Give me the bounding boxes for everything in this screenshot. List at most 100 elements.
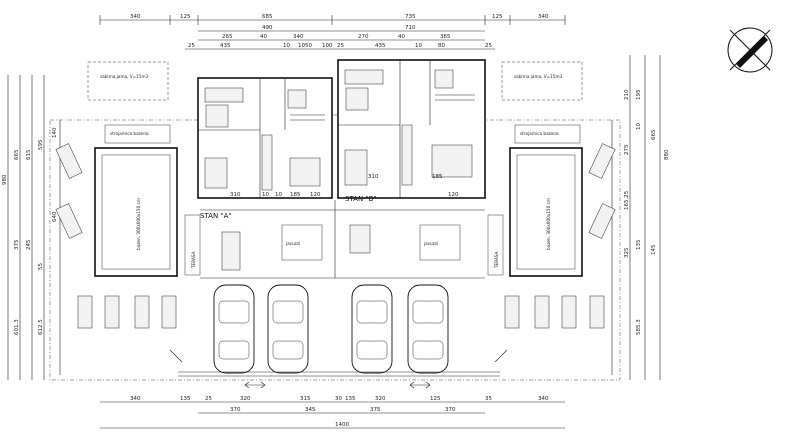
dim-right-9: 135 (636, 239, 642, 250)
svg-text:25: 25 (205, 396, 212, 402)
svg-text:135: 135 (180, 396, 191, 402)
jacuzzi-right: jacuzzi (419, 224, 461, 261)
dim-right-4: 210 (624, 89, 630, 100)
sunbed-icon (55, 143, 616, 329)
dim-right-10: 165.25 (624, 190, 630, 210)
dim-right-3: 195 (636, 89, 642, 100)
dim-left-5: 140 (52, 127, 58, 138)
dim-left-10: 601.3 (14, 319, 20, 335)
pool-right: bazen, 300x600x150 cm (509, 147, 583, 277)
svg-text:sabirna jama, V=15m3: sabirna jama, V=15m3 (514, 74, 563, 79)
svg-text:310: 310 (230, 192, 241, 198)
left-dimensions: 980 665 615 595 140 640 375 245 55 601.3… (2, 75, 58, 380)
svg-text:340: 340 (538, 396, 549, 402)
svg-text:1400: 1400 (335, 422, 349, 428)
septic-tank-right: sabirna jama, V=15m3 (501, 61, 583, 101)
terrace-right: TERASA (487, 214, 504, 276)
svg-text:jacuzzi: jacuzzi (423, 241, 438, 246)
dim-left-2: 665 (14, 149, 20, 160)
label-stan-b: STAN "B" (345, 195, 377, 203)
svg-text:bazen, 300x600x150 cm: bazen, 300x600x150 cm (546, 198, 551, 250)
svg-text:jacuzzi: jacuzzi (285, 241, 300, 246)
svg-text:strojarnica bazena: strojarnica bazena (110, 131, 149, 136)
svg-text:120: 120 (310, 192, 321, 198)
jacuzzi-left: jacuzzi (281, 224, 323, 261)
dim-top-4: 735 (405, 14, 416, 20)
terrace-left: TERASA (184, 214, 201, 276)
svg-text:125: 125 (430, 396, 441, 402)
svg-text:bazen, 300x600x150 cm: bazen, 300x600x150 cm (136, 198, 141, 250)
gate-right (494, 349, 508, 363)
dim-top-r4-6: 25 (337, 43, 344, 49)
dim-top-r2-1: 490 (262, 25, 273, 31)
dim-top-r2-2: 710 (405, 25, 416, 31)
dim-top-1: 340 (130, 14, 141, 20)
svg-text:30: 30 (335, 396, 342, 402)
dim-top-r3-5: 40 (398, 34, 405, 40)
svg-text:sabirna jama, V=15m3: sabirna jama, V=15m3 (100, 74, 149, 79)
dim-right-11: 145 (651, 244, 657, 255)
svg-text:135: 135 (345, 396, 356, 402)
dim-top-5: 125 (492, 14, 503, 20)
dim-top-r3-1: 265 (222, 34, 233, 40)
dim-top-3: 685 (262, 14, 273, 20)
pool-machine-left: strojarnica bazena (104, 124, 171, 144)
dim-left-7: 375 (14, 239, 20, 250)
dining-table-b (349, 224, 371, 254)
svg-text:35: 35 (485, 396, 492, 402)
label-stan-a: STAN "A" (200, 212, 232, 220)
svg-text:10: 10 (262, 192, 269, 198)
dim-right-2: 665 (651, 129, 657, 140)
dim-right-1: 880 (664, 149, 670, 160)
right-dimensions: 880 665 195 210 275 10 325 135 165.25 14… (624, 55, 670, 380)
svg-text:320: 320 (375, 396, 386, 402)
dim-top-r4-1: 25 (188, 43, 195, 49)
inner-dimensions: 10 10 185 310 310 185 120 120 (230, 174, 459, 198)
north-arrow-icon (727, 27, 773, 73)
dim-top-r3-6: 365 (440, 34, 451, 40)
top-dimensions: 340 125 685 735 125 340 490 710 265 40 3… (99, 14, 566, 50)
car-icon (213, 284, 449, 374)
dim-top-r3-4: 270 (358, 34, 369, 40)
dim-top-r4-10: 25 (485, 43, 492, 49)
dim-top-6: 340 (538, 14, 549, 20)
dim-top-r4-7: 435 (375, 43, 386, 49)
pool-machine-right: strojarnica bazena (514, 124, 581, 144)
dim-right-8: 325 (624, 247, 630, 258)
dim-right-12: 585.3 (636, 319, 642, 335)
dim-top-2: 125 (180, 14, 191, 20)
svg-text:345: 345 (305, 407, 316, 413)
dim-top-r4-4: 1050 (298, 43, 312, 49)
pool-left: bazen, 300x600x150 cm (94, 147, 178, 277)
svg-text:315: 315 (300, 396, 311, 402)
svg-text:370: 370 (445, 407, 456, 413)
dim-top-r4-8: 10 (415, 43, 422, 49)
dim-left-6: 640 (52, 211, 58, 222)
gate-left (169, 349, 183, 363)
svg-text:120: 120 (448, 192, 459, 198)
svg-text:TERASA: TERASA (191, 251, 196, 269)
svg-text:310: 310 (368, 174, 379, 180)
svg-text:370: 370 (230, 407, 241, 413)
dim-left-11: 612.5 (38, 319, 44, 335)
dim-top-r4-5: 100 (322, 43, 333, 49)
dim-left-1: 980 (2, 174, 8, 185)
svg-text:10: 10 (275, 192, 282, 198)
dim-left-3: 615 (26, 149, 32, 160)
svg-text:185: 185 (432, 174, 443, 180)
dim-right-5: 275 (624, 144, 630, 155)
svg-text:340: 340 (130, 396, 141, 402)
dim-top-r4-2: 435 (220, 43, 231, 49)
building-stan-b (337, 59, 486, 199)
double-arrow-icon (244, 381, 431, 389)
dim-right-6: 10 (636, 123, 642, 130)
dim-top-r4-9: 80 (438, 43, 445, 49)
dim-top-r3-2: 40 (260, 34, 267, 40)
building-stan-a (197, 77, 333, 199)
dim-left-8: 245 (26, 239, 32, 250)
dining-table-a (221, 231, 241, 271)
bottom-dimensions: 340 135 25 320 315 30 135 320 125 35 340… (100, 396, 565, 429)
dim-left-9: 55 (38, 263, 44, 270)
svg-text:375: 375 (370, 407, 381, 413)
